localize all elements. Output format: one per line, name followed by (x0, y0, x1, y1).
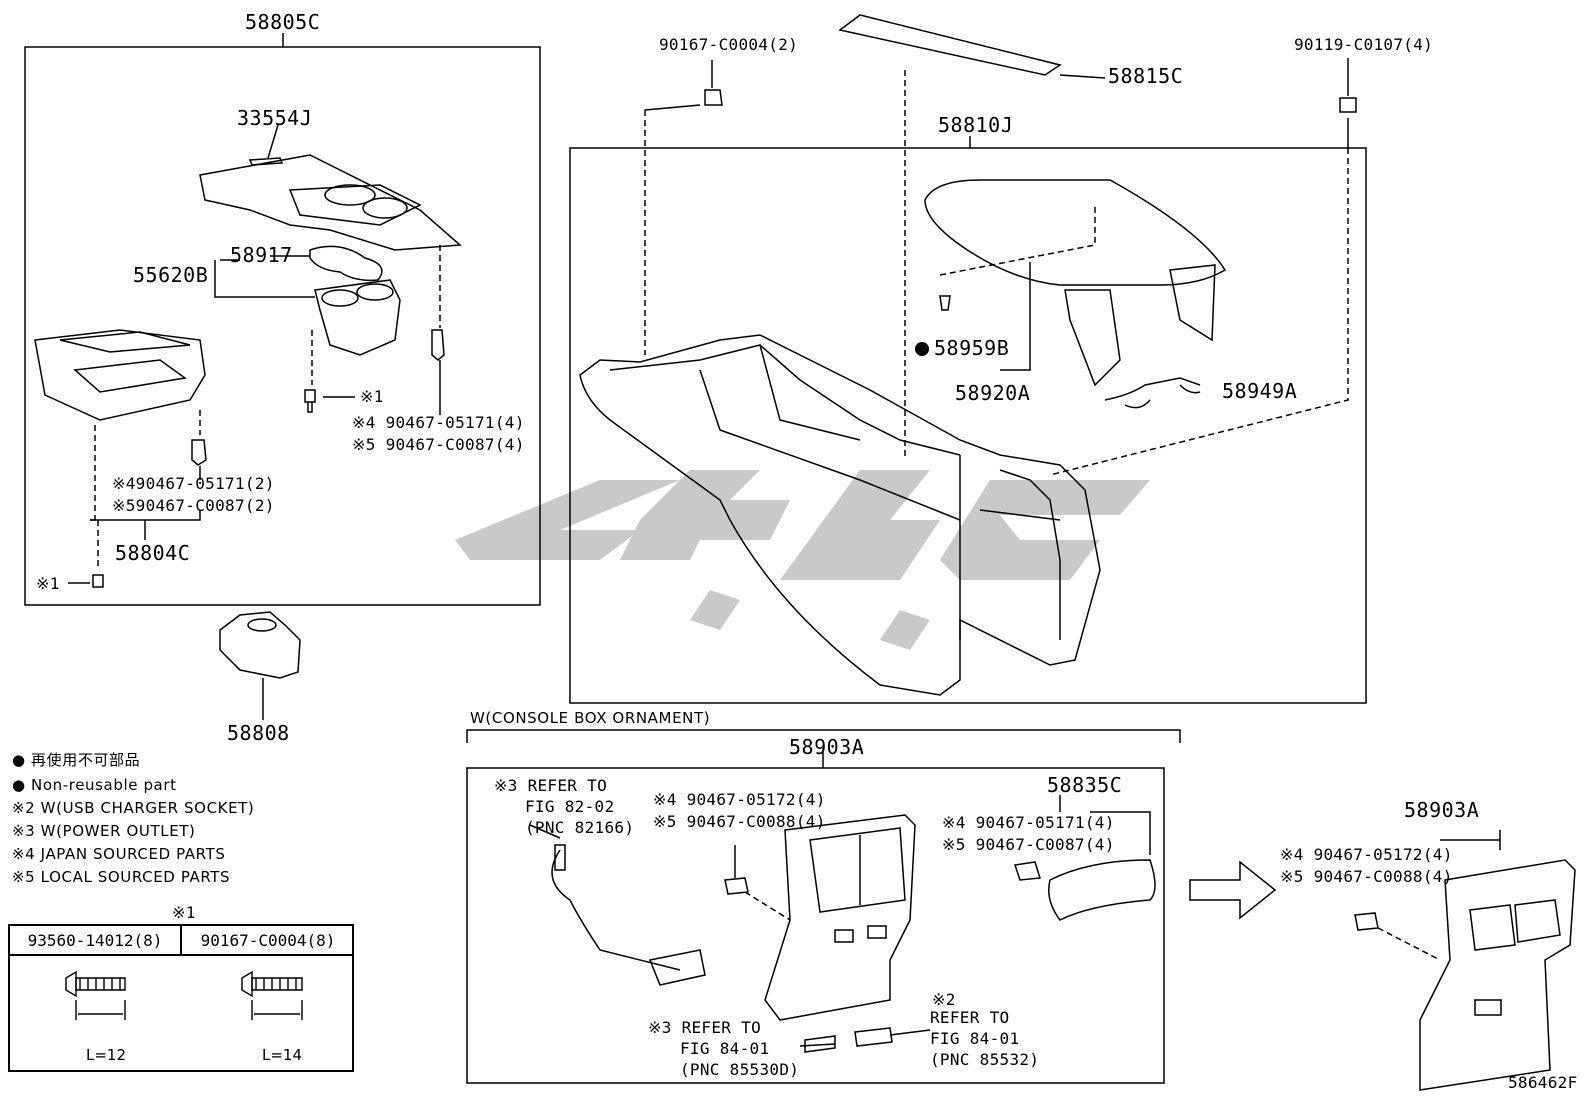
legend-non-reusable: ● Non-reusable part (12, 776, 177, 794)
console-body-shape (579, 334, 1101, 696)
right-panel-shape (1419, 859, 1576, 1091)
ref-84-01a-line2[interactable]: FIG 84-01 (680, 1039, 770, 1058)
diagram-id: 586462F (1508, 1073, 1578, 1092)
part-58903a-main[interactable]: 58903A (789, 735, 865, 759)
table-col-93560[interactable]: 93560-14012(8) (10, 926, 182, 956)
part-90119-c0107[interactable]: 90119-C0107(4) (1294, 35, 1434, 54)
ref-84-01b-line2[interactable]: FIG 84-01 (930, 1029, 1020, 1048)
ref-84-01b-mark: ※2 (932, 990, 956, 1009)
part-58808[interactable]: 58808 (227, 721, 290, 745)
part-58804c[interactable]: 58804C (115, 541, 191, 565)
cover-58835c-shape (1048, 859, 1156, 921)
watermark-logo (455, 470, 1150, 650)
legend-non-reusable-jp: ● 再使用不可部品 (12, 751, 141, 769)
legend-japan-sourced: ※4 JAPAN SOURCED PARTS (12, 845, 226, 863)
ref-84-01a-line3[interactable]: (PNC 85530D) (680, 1060, 800, 1079)
table-length-12: L=12 (86, 1046, 127, 1064)
part-58917[interactable]: 58917 (230, 243, 293, 267)
table-title: ※1 (172, 903, 196, 922)
table-length-14: L=14 (262, 1046, 303, 1064)
part-58959b[interactable]: 58959B (934, 336, 1010, 360)
non-reusable-bullet (915, 342, 929, 356)
part-58835c[interactable]: 58835C (1047, 773, 1123, 797)
armrest-lid-shape (924, 179, 1227, 286)
callout-e-local[interactable]: ※5 90467-C0088(4) (1280, 867, 1453, 886)
callout-c-japan[interactable]: ※4 90467-05172(4) (653, 790, 826, 809)
legend-power-outlet: ※3 W(POWER OUTLET) (12, 822, 196, 840)
part-58805c[interactable]: 58805C (245, 10, 321, 34)
part-58810j[interactable]: 58810J (938, 113, 1014, 137)
cup-holder-shape (314, 279, 401, 356)
ref-82-02-line2[interactable]: FIG 82-02 (525, 797, 615, 816)
group-box-58810j (569, 147, 1367, 704)
arrow-shape (1189, 860, 1277, 920)
callout-c-local[interactable]: ※5 90467-C0088(4) (653, 812, 826, 831)
rear-panel-shape (764, 814, 916, 1021)
callout-e-japan[interactable]: ※4 90467-05172(4) (1280, 845, 1453, 864)
callout-d-local[interactable]: ※5 90467-C0087(4) (942, 835, 1115, 854)
table-col-90167[interactable]: 90167-C0004(8) (182, 926, 354, 956)
legend-usb-charger: ※2 W(USB CHARGER SOCKET) (12, 799, 255, 817)
ref-84-01b-line1[interactable]: REFER TO (930, 1008, 1010, 1027)
ref-84-01a-line1[interactable]: ※3 REFER TO (648, 1018, 762, 1037)
armrest-pad-shape (838, 14, 1062, 76)
callout-mark1-screw: ※1 (360, 387, 384, 406)
ref-82-02-line3[interactable]: (PNC 82166) (525, 818, 635, 837)
part-58815c[interactable]: 58815C (1108, 64, 1184, 88)
part-58920a[interactable]: 58920A (955, 381, 1031, 405)
shift-bezel-shape (199, 154, 462, 251)
legend-local-sourced: ※5 LOCAL SOURCED PARTS (12, 868, 231, 886)
group-box-58903a (466, 767, 1165, 1084)
ref-84-01b-line3[interactable]: (PNC 85532) (930, 1050, 1040, 1069)
callout-a-japan[interactable]: ※4 90467-05171(4) (352, 413, 525, 432)
variant-label: W(CONSOLE BOX ORNAMENT) (470, 709, 711, 727)
callout-a-local[interactable]: ※5 90467-C0087(4) (352, 435, 525, 454)
callout-b-japan[interactable]: ※490467-05171(2) (112, 474, 275, 493)
part-58949a[interactable]: 58949A (1222, 379, 1298, 403)
part-55620b[interactable]: 55620B (133, 263, 209, 287)
part-58808-shape (219, 611, 301, 679)
part-90167-c0004[interactable]: 90167-C0004(2) (659, 35, 799, 54)
fastener-table: 93560-14012(8) 90167-C0004(8) L=12 L=14 (8, 924, 354, 1072)
tray-shape (34, 329, 206, 421)
ref-82-02-line1[interactable]: ※3 REFER TO (494, 776, 608, 795)
callout-b-local[interactable]: ※590467-C0087(2) (112, 496, 275, 515)
callout-mark1-screw-bottom: ※1 (36, 574, 60, 593)
callout-d-japan[interactable]: ※4 90467-05171(4) (942, 813, 1115, 832)
part-58903a-right[interactable]: 58903A (1404, 798, 1480, 822)
group-box-58805c (24, 46, 541, 606)
part-33554j[interactable]: 33554J (237, 106, 313, 130)
variant-bracket (466, 729, 1181, 743)
wire-harness-shape (551, 849, 681, 971)
